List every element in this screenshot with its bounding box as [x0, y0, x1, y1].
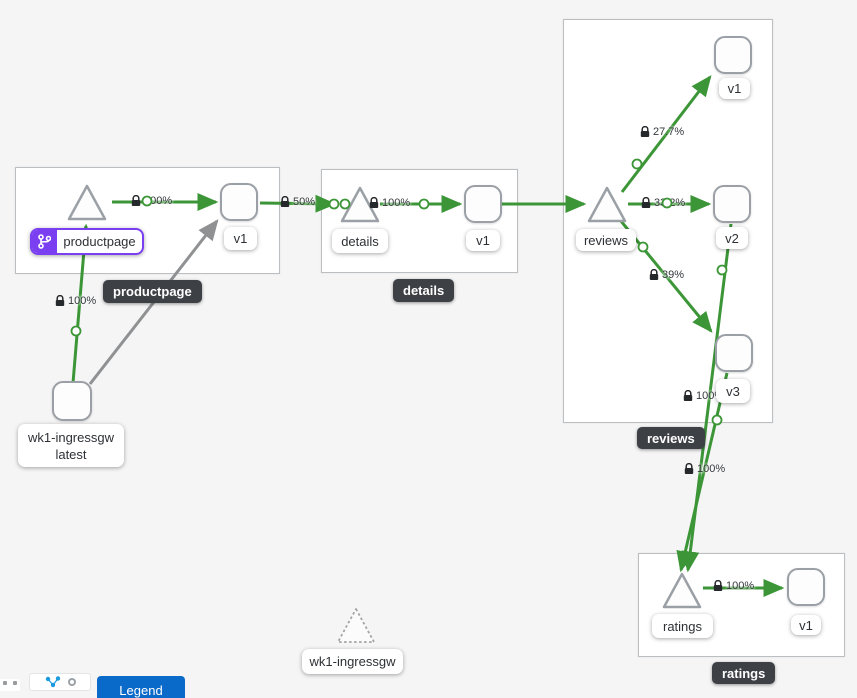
idle-service-node-ingressgw[interactable] — [335, 605, 377, 647]
mtls-lock-icon — [131, 195, 141, 206]
workload-node-reviews-v3[interactable] — [715, 334, 753, 372]
edge-label-reviews-to-v3[interactable]: 39% — [649, 269, 684, 281]
node-label-ratings-v1[interactable]: v1 — [791, 615, 821, 635]
mtls-lock-icon — [55, 295, 65, 306]
edge-label-ingress-to-productpage[interactable]: 100% — [55, 295, 96, 307]
node-label-productpage-v1[interactable]: v1 — [224, 227, 257, 250]
node-label-details-v1[interactable]: v1 — [466, 230, 500, 251]
edge-label-details-to-v1[interactable]: 100% — [369, 197, 410, 209]
mtls-lock-icon — [684, 463, 694, 474]
group-name-ratings: ratings — [712, 662, 776, 684]
mtls-lock-icon — [641, 197, 651, 208]
mtls-lock-icon — [713, 580, 723, 591]
network-graph-icon — [45, 676, 60, 688]
node-label-idle-ingressgw[interactable]: wk1-ingressgw — [302, 649, 403, 674]
edge-label-reviewsv3-to-ratings[interactable]: 100% — [684, 463, 725, 475]
legend-button[interactable]: Legend — [97, 676, 185, 698]
edge-label-ratings-to-v1[interactable]: 100% — [713, 580, 754, 592]
code-branch-icon — [38, 234, 51, 249]
group-name-productpage: productpage — [103, 280, 202, 303]
toolbar-fragment[interactable] — [0, 679, 20, 691]
workload-node-details-v1[interactable] — [464, 185, 502, 223]
node-label-ratings[interactable]: ratings — [652, 614, 713, 638]
status-ring-icon — [67, 678, 76, 686]
mtls-lock-icon — [683, 390, 693, 401]
workload-node-reviews-v2[interactable] — [713, 185, 751, 223]
mtls-lock-icon — [280, 196, 290, 207]
node-label-reviews-v1[interactable]: v1 — [719, 78, 750, 99]
edge-label-reviews-to-v2[interactable]: 33.2% — [641, 197, 685, 209]
node-label-reviews-v2[interactable]: v2 — [716, 227, 748, 249]
edge-label-reviews-to-v1[interactable]: 27.7% — [640, 126, 684, 138]
service-node-ratings[interactable] — [661, 570, 703, 612]
workload-node-ratings-v1[interactable] — [787, 568, 825, 606]
edge-label-productpage-to-v1[interactable]: 100% — [131, 195, 172, 207]
node-label-details[interactable]: details — [332, 229, 388, 253]
graph-settings-button[interactable] — [29, 673, 91, 691]
service-node-productpage[interactable] — [66, 182, 108, 224]
node-label-reviews[interactable]: reviews — [576, 229, 636, 251]
service-node-details[interactable] — [339, 184, 381, 226]
service-node-reviews[interactable] — [586, 184, 628, 226]
mtls-lock-icon — [649, 269, 659, 280]
mtls-lock-icon — [640, 126, 650, 137]
workload-node-ingressgw[interactable] — [52, 381, 92, 421]
node-label-productpage[interactable]: productpage — [30, 228, 144, 255]
workload-node-reviews-v1[interactable] — [714, 36, 752, 74]
node-label-reviews-v3[interactable]: v3 — [716, 379, 750, 403]
node-label-ingressgw[interactable]: wk1-ingressgw latest — [18, 424, 124, 467]
group-name-reviews: reviews — [637, 427, 705, 449]
mtls-lock-icon — [369, 197, 379, 208]
virtual-service-badge — [32, 230, 57, 253]
workload-node-productpage-v1[interactable] — [220, 183, 258, 221]
node-label-text: productpage — [63, 234, 136, 249]
edge-label-ppv1-to-details[interactable]: 50% — [280, 196, 315, 208]
group-name-details: details — [393, 279, 455, 302]
